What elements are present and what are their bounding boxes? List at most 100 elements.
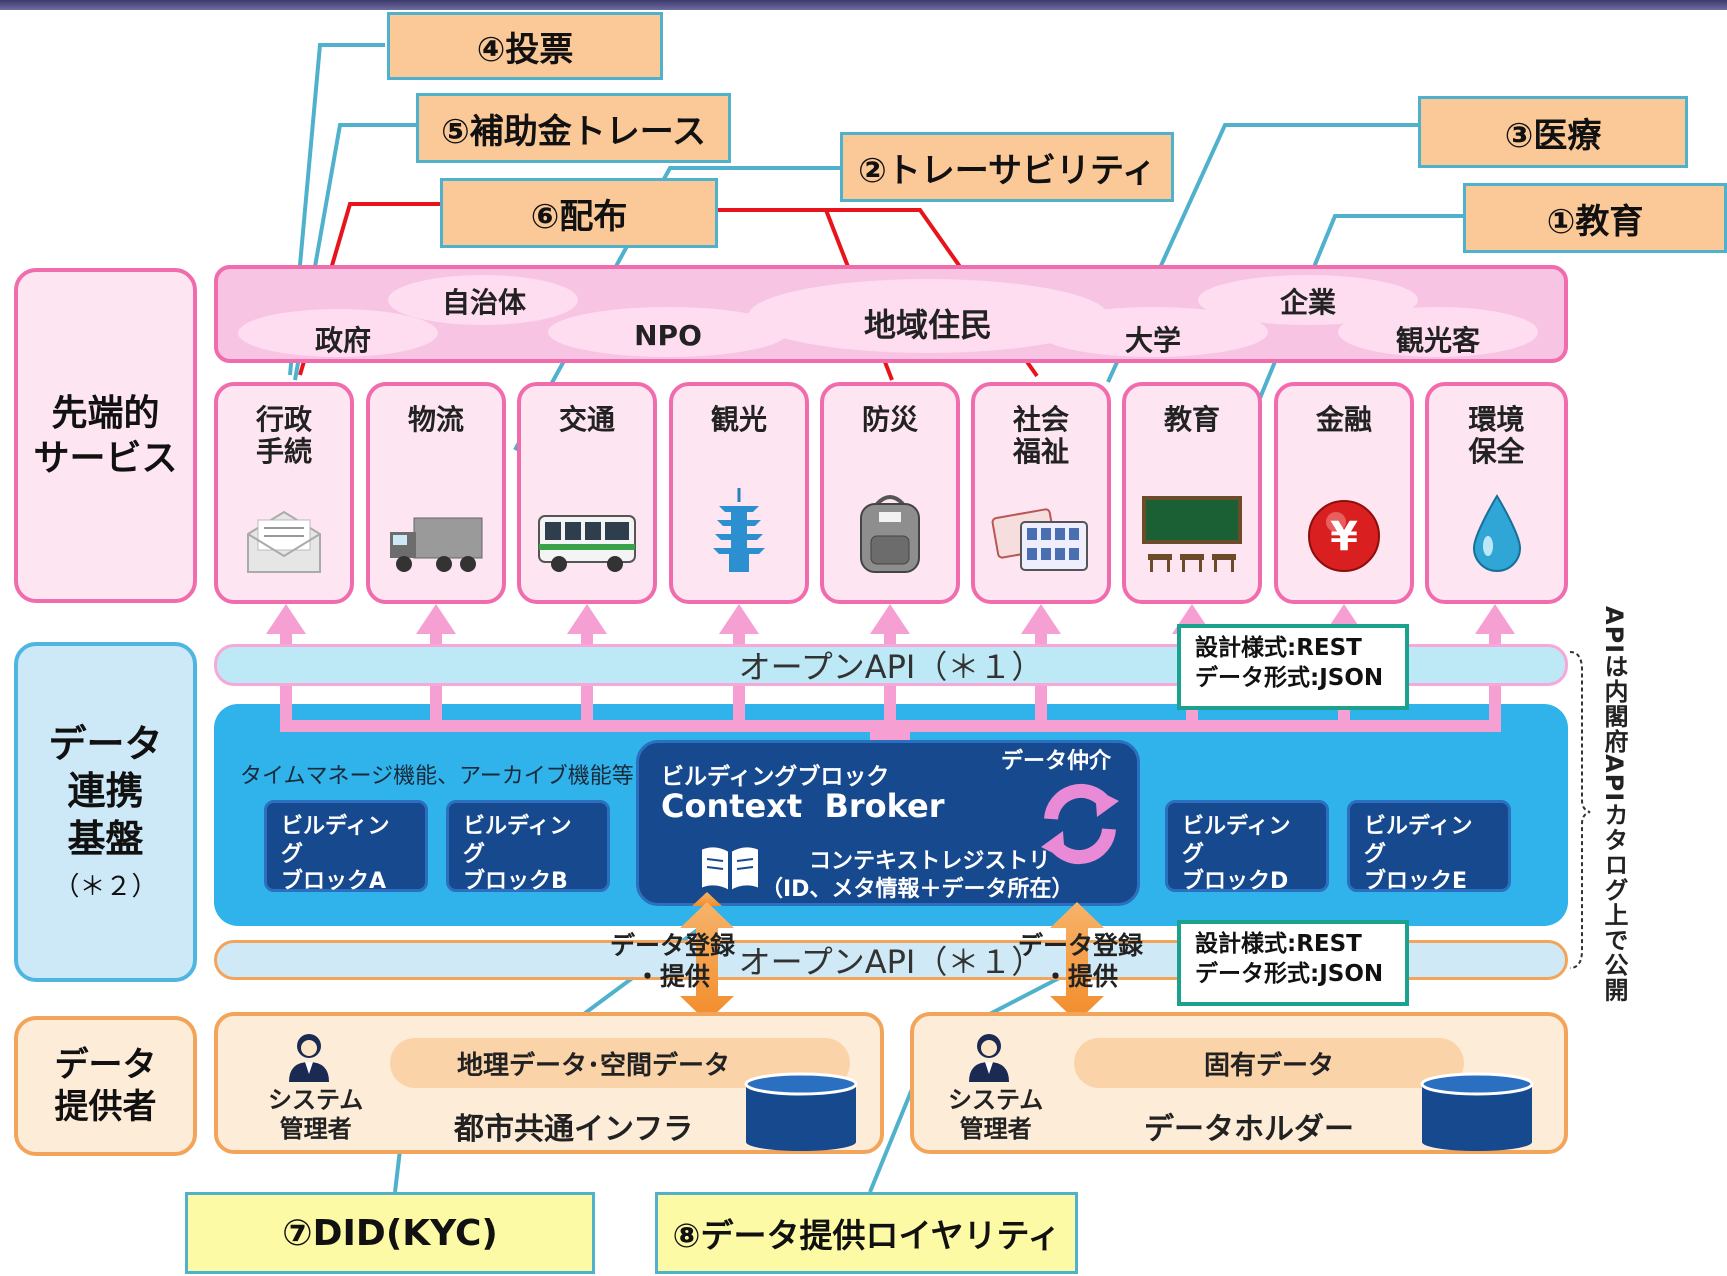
cloud	[238, 309, 438, 357]
api-spec-top: 設計様式:REST データ形式:JSON	[1177, 624, 1409, 710]
category-platform: データ 連携 基盤 （＊２）	[14, 642, 197, 982]
building-block-e: ビルディング ブロックE	[1347, 800, 1511, 894]
cloud	[1338, 307, 1538, 357]
admin-person-icon	[966, 1032, 1012, 1088]
callout-distribution: ⑥配布	[440, 178, 718, 248]
service-disaster-prevention: 防災	[820, 382, 960, 604]
building-block-a: ビルディング ブロックA	[264, 800, 428, 894]
service-finance: 金融 ¥	[1274, 382, 1414, 604]
service-label: 観光	[710, 403, 767, 436]
service-label: 金融	[1315, 403, 1372, 436]
provider-common-infra: 地理データ･空間データ システム 管理者 都市共通インフラ	[214, 1012, 884, 1154]
open-api-bottom-label: オープンAPI（＊１）	[738, 943, 1044, 981]
callout-did-kyc: ⑦DID(KYC)	[185, 1192, 595, 1274]
service-label: 環境 保全	[1468, 403, 1525, 469]
exchange-label-left: データ登録 ・提供	[610, 931, 736, 992]
stakeholder-government: 政府	[314, 324, 371, 357]
database-icon	[744, 1072, 858, 1156]
service-label: 行政 手続	[255, 403, 312, 469]
service-admin-procedures: 行政 手続	[214, 382, 354, 604]
service-label: 教育	[1163, 403, 1220, 436]
provider-left-admin: システム 管理者	[268, 1086, 364, 1143]
category-platform-label: データ 連携 基盤	[48, 721, 163, 861]
cb-registry-detail: （ID、メタ情報＋データ所在）	[761, 877, 1074, 902]
cb-small-label: ビルディングブロック	[661, 764, 890, 790]
yen-coin-icon: ¥	[1306, 498, 1382, 578]
service-tourism: 観光	[669, 382, 809, 604]
cloud	[388, 275, 578, 325]
service-education: 教育	[1122, 382, 1262, 604]
stakeholder-residents: 地域住民	[863, 306, 992, 344]
service-transport: 交通	[517, 382, 657, 604]
api-catalog-note: APIは内閣府APIカタログ上で公開	[1600, 606, 1628, 1003]
callout-did-label: ⑦DID(KYC)	[282, 1212, 498, 1254]
callout-education-label: ①教育	[1546, 201, 1644, 242]
provider-right-admin: システム 管理者	[948, 1086, 1044, 1143]
service-label: 防災	[861, 403, 918, 436]
callout-data-royalty: ⑧データ提供ロイヤリティ	[655, 1192, 1078, 1274]
backpack-icon	[855, 494, 925, 578]
stakeholder-university: 大学	[1124, 324, 1181, 357]
book-icon	[697, 839, 763, 899]
building-block-d: ビルディング ブロックD	[1165, 800, 1329, 894]
admin-person-icon	[286, 1032, 332, 1088]
callout-education: ①教育	[1463, 183, 1727, 253]
provider-right-band-label: 固有データ	[1203, 1050, 1334, 1081]
water-drop-icon	[1470, 494, 1524, 578]
provider-left-name: 都市共通インフラ	[454, 1112, 694, 1147]
provider-right-name: データホルダー	[1144, 1112, 1354, 1147]
envelope-icon	[246, 504, 322, 578]
cb-title: Context Broker	[661, 787, 945, 825]
provider-left-band-label: 地理データ･空間データ	[456, 1050, 730, 1081]
provider-data-holder: 固有データ システム 管理者 データホルダー	[910, 1012, 1568, 1154]
sync-icon	[1035, 779, 1125, 873]
top-bar	[0, 0, 1727, 10]
api-spec-bottom-style: 設計様式:REST	[1195, 931, 1362, 957]
blackboard-icon	[1142, 496, 1242, 578]
platform-features: タイムマネージ機能、アーカイブ機能等	[240, 764, 634, 789]
service-social-welfare: 社会 福祉	[971, 382, 1111, 604]
open-api-top-label: オープンAPI（＊１）	[738, 648, 1044, 686]
stakeholder-local-gov: 自治体	[441, 286, 526, 319]
api-spec-top-format: データ形式:JSON	[1195, 664, 1384, 691]
api-spec-top-style: 設計様式:REST	[1195, 635, 1362, 661]
pagoda-icon	[709, 488, 769, 578]
cb-mediation-label: データ仲介	[1001, 749, 1112, 774]
service-logistics: 物流	[366, 382, 506, 604]
bus-icon	[537, 512, 637, 578]
building-block-b: ビルディング ブロックB	[446, 800, 610, 894]
svg-text:¥: ¥	[1330, 514, 1358, 560]
service-label: 社会 福祉	[1012, 403, 1069, 469]
callout-medical-label: ③医療	[1504, 115, 1602, 156]
service-environment: 環境 保全	[1425, 382, 1568, 604]
side-bracket	[1569, 651, 1591, 969]
pill-pack-icon	[991, 508, 1091, 578]
category-providers: データ 提供者	[14, 1016, 197, 1156]
stakeholder-band: 自治体 政府 NPO 地域住民 企業 大学 観光客	[214, 265, 1568, 363]
callout-voting: ④投票	[387, 12, 663, 80]
callout-traceability-label: ②トレーサビリティ	[857, 150, 1157, 191]
context-broker: ビルディングブロック Context Broker データ仲介 コンテキストレジ…	[636, 740, 1140, 906]
category-services-label: 先端的 サービス	[33, 392, 178, 479]
callout-subsidy-label: ⑤補助金トレース	[440, 111, 707, 152]
api-spec-bottom-format: データ形式:JSON	[1195, 960, 1384, 987]
category-services: 先端的 サービス	[14, 268, 197, 603]
callout-subsidy-trace: ⑤補助金トレース	[416, 93, 731, 163]
callout-distribution-label: ⑥配布	[530, 196, 628, 237]
stakeholder-companies: 企業	[1279, 286, 1336, 319]
callout-royalty-label: ⑧データ提供ロイヤリティ	[672, 1216, 1061, 1255]
category-platform-note: （＊２）	[53, 872, 158, 902]
exchange-label-right: データ登録 ・提供	[1018, 931, 1144, 992]
category-providers-label: データ 提供者	[54, 1044, 157, 1128]
callout-medical: ③医療	[1418, 96, 1688, 168]
truck-icon	[388, 514, 484, 578]
database-icon	[1420, 1072, 1534, 1156]
service-label: 交通	[558, 403, 615, 436]
stakeholder-tourists: 観光客	[1395, 324, 1480, 357]
callout-voting-label: ④投票	[476, 29, 574, 70]
api-spec-bottom: 設計様式:REST データ形式:JSON	[1177, 920, 1409, 1006]
cb-registry: コンテキストレジストリ	[809, 849, 1051, 874]
callout-traceability: ②トレーサビリティ	[840, 132, 1174, 202]
service-label: 物流	[407, 403, 464, 436]
